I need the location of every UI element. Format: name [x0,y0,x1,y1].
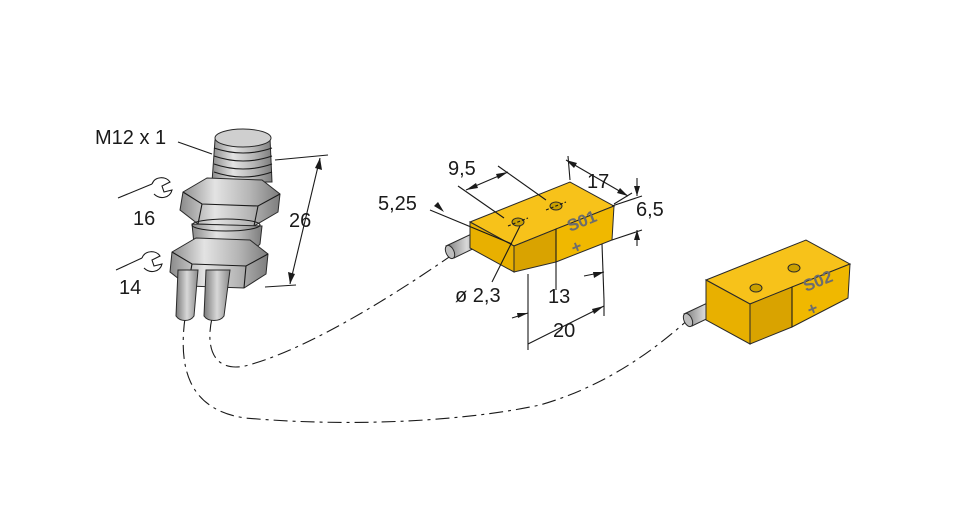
dimension-9-5 [457,165,547,219]
dim-20-label: 20 [553,320,575,342]
thread-leader [177,141,213,155]
amplifier-housing [169,128,281,321]
wrench-icon [115,251,163,273]
thread-lines [213,147,273,178]
dimension-5-25 [429,202,513,245]
thread-label: M12 x 1 [95,127,166,149]
dimension-13 [555,243,605,301]
dimension-20 [511,274,605,350]
wrench-icon [117,177,173,199]
wrench-size-14: 14 [119,277,141,299]
sensor-s02 [682,239,852,345]
hole-label: ø 2,3 [455,285,501,307]
wrench-size-16: 16 [133,208,155,230]
cable-to-s02 [182,317,691,423]
length-label: 26 [289,210,311,232]
dimension-17 [565,155,633,205]
dimension-6-5 [611,178,643,246]
cable-to-s01 [209,252,456,368]
dim-13-label: 13 [548,286,570,308]
offset-label: 5,25 [378,193,417,215]
depth-label: 17 [587,171,609,193]
height-label: 6,5 [636,199,664,221]
width-top-label: 9,5 [448,158,476,180]
dimension-hole [491,225,521,283]
dimension-26 [264,154,329,288]
